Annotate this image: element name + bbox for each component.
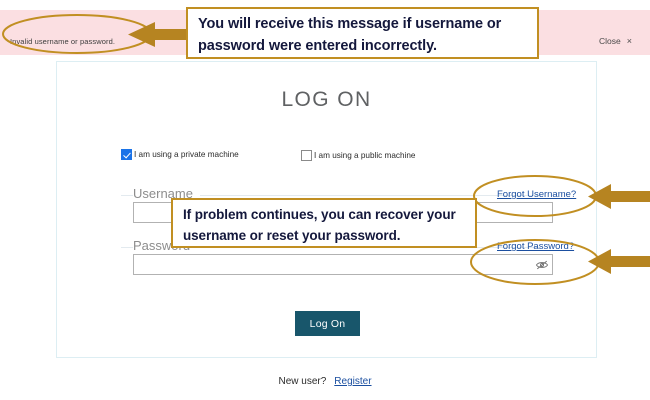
checkbox-unchecked-icon[interactable] <box>301 150 312 161</box>
username-divider <box>121 195 541 196</box>
callout-error-explanation: You will receive this message if usernam… <box>186 7 539 59</box>
username-label: Username <box>133 186 200 201</box>
forgot-username-link[interactable]: Forgot Username? <box>497 189 577 200</box>
reveal-password-eye-icon[interactable] <box>535 259 549 271</box>
checkbox-public-machine[interactable]: I am using a public machine <box>301 150 416 161</box>
checkbox-private-machine[interactable]: I am using a private machine <box>121 149 239 160</box>
close-button[interactable]: Close × <box>599 36 632 46</box>
arrow-to-forgot-username <box>588 184 650 209</box>
error-message: Invalid username or password. <box>10 37 116 46</box>
arrow-to-forgot-password <box>588 249 650 274</box>
close-icon: × <box>626 36 632 46</box>
username-field-header: Username <box>121 186 541 202</box>
forgot-password-link[interactable]: Forgot Password? <box>497 241 575 252</box>
checkbox-checked-icon[interactable] <box>121 149 132 160</box>
register-link[interactable]: Register <box>334 376 372 387</box>
new-user-prompt: New user? <box>278 376 327 387</box>
checkbox-private-machine-label: I am using a private machine <box>134 150 239 159</box>
checkbox-public-machine-label: I am using a public machine <box>314 151 416 160</box>
log-on-button[interactable]: Log On <box>295 311 360 336</box>
page-title: LOG ON <box>281 88 372 111</box>
footer: New user? Register <box>0 376 650 387</box>
close-label: Close <box>599 36 621 46</box>
machine-options: I am using a private machine I am using … <box>121 149 561 165</box>
callout-recover-explanation: If problem continues, you can recover yo… <box>171 198 477 248</box>
password-input[interactable] <box>133 254 553 275</box>
